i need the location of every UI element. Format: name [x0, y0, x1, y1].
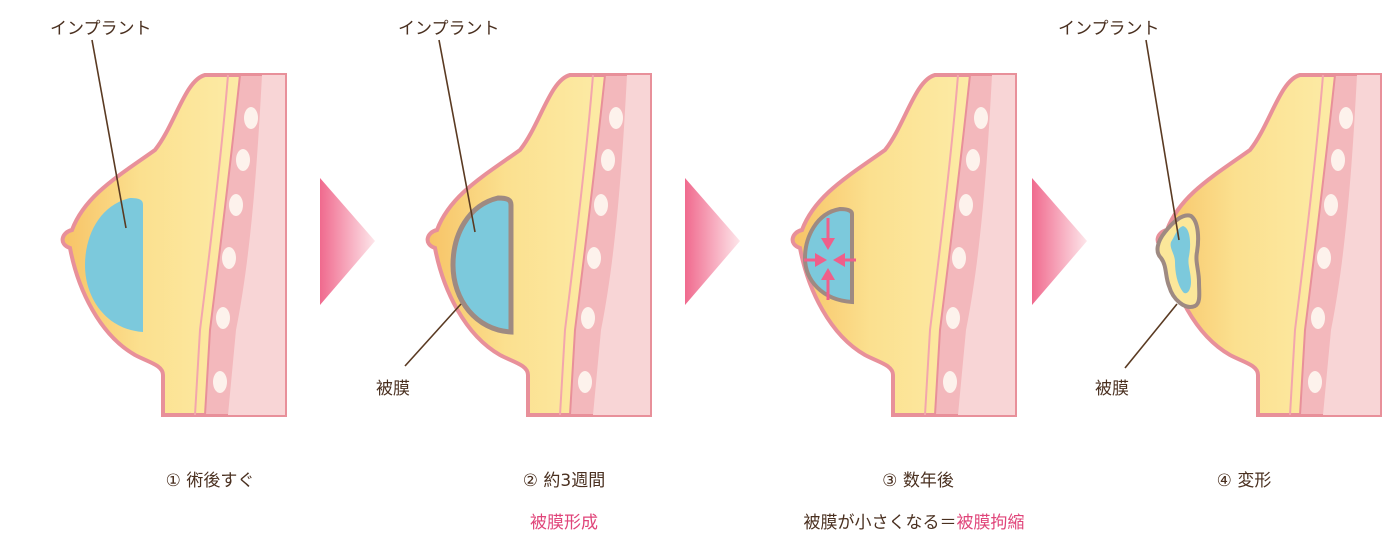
breast-4 [1155, 73, 1382, 417]
implant-3-contracted [802, 206, 854, 305]
label-capsule-4: 被膜 [1095, 379, 1129, 399]
leader-implant-2 [438, 39, 476, 233]
breast-1 [60, 73, 287, 417]
caption-step-3: ③ 数年後 [882, 471, 954, 491]
step-arrow-1 [320, 178, 375, 305]
contraction-arrows [804, 218, 856, 300]
panel-1 [60, 39, 287, 417]
label-implant-1: インプラント [50, 19, 152, 39]
step-arrow-3 [1032, 178, 1087, 305]
caption-step-4: ④ 変形 [1216, 471, 1272, 491]
subcaption-step-3-highlight: 被膜拘縮 [956, 513, 1025, 533]
panel-2 [404, 39, 652, 417]
implant-2-with-capsule [450, 195, 514, 335]
panel-3 [790, 73, 1017, 417]
leader-implant-1 [91, 39, 127, 229]
leader-capsule-2 [404, 303, 462, 367]
breast-3 [790, 73, 1017, 417]
subcaption-step-3-prefix: 被膜が小さくなる＝ [803, 513, 957, 533]
subcaption-step-2: 被膜形成 [530, 513, 598, 533]
implant-1 [85, 198, 143, 332]
label-implant-2: インプラント [398, 19, 500, 39]
caption-step-2: ② 約3週間 [522, 471, 606, 491]
breast-2 [425, 73, 652, 417]
subcaption-step-3: 被膜が小さくなる＝被膜拘縮 [804, 508, 1025, 533]
step-arrow-2 [685, 178, 740, 305]
implant-4-deformed [1170, 226, 1191, 294]
label-capsule-2: 被膜 [376, 379, 410, 399]
leader-capsule-4 [1124, 303, 1178, 369]
leader-implant-4 [1145, 39, 1180, 241]
caption-step-1: ① 術後すぐ [165, 471, 255, 491]
panel-4 [1124, 39, 1382, 417]
label-implant-4: インプラント [1058, 19, 1160, 39]
